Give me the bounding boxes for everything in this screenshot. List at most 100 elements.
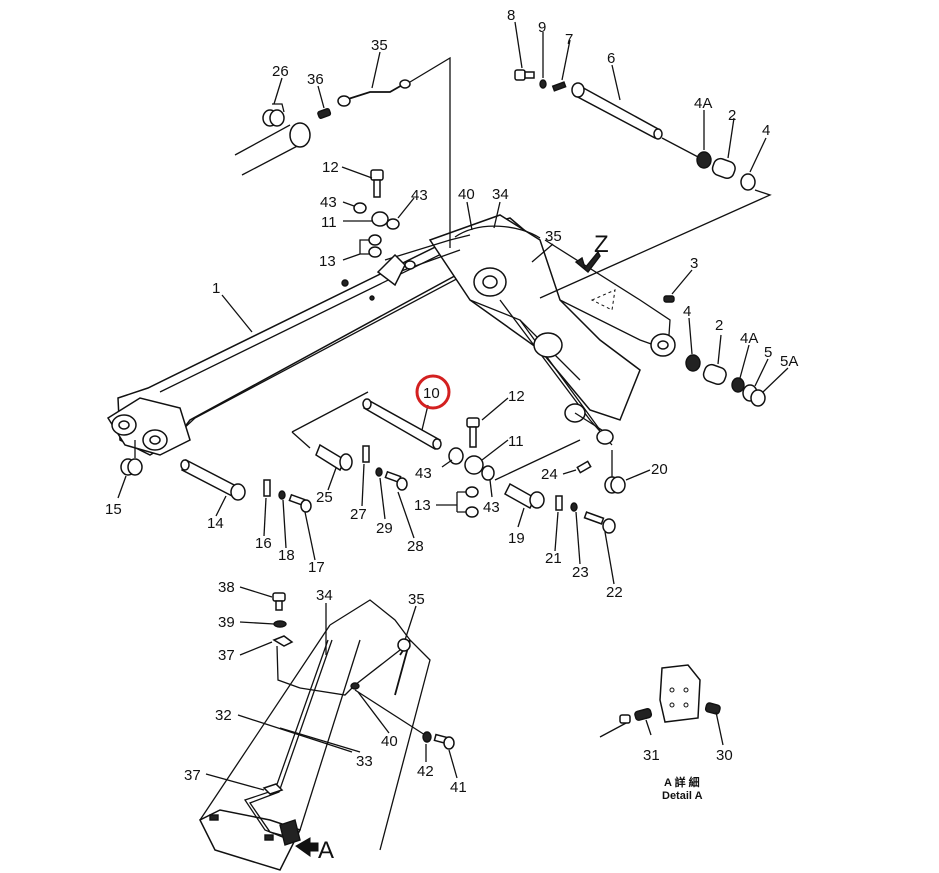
callout-11: 11 [321,214,337,231]
leader-lines [117,21,789,791]
part-4A-seal-upper [696,151,712,169]
detail-caption-english: Detail A [662,790,703,802]
washer-43-mid-right [481,465,495,481]
part-16-plate [263,479,271,497]
callout-4A: 4A [740,330,758,347]
callout-40: 40 [458,186,475,203]
nut-13-a [465,486,479,498]
callout-16: 16 [255,535,272,552]
part-25-pin [315,443,353,472]
part-31-fitting [634,708,653,721]
callout-43: 43 [411,187,428,204]
part-30-fitting [704,702,721,715]
callout-39: 39 [218,614,235,631]
callout-10: 10 [423,385,440,402]
callout-40: 40 [381,733,398,750]
part-39-washer [273,620,287,628]
callout-14: 14 [207,515,224,532]
part-12-bolt-upper [370,169,384,198]
part-35-hose [337,56,451,248]
callout-2: 2 [728,107,736,124]
boom-foot [106,397,191,456]
callout-22: 22 [606,584,623,601]
callout-34: 34 [492,186,509,203]
part-38-bolt [272,592,286,611]
callout-5: 5 [764,344,772,361]
callout-31: 31 [643,747,660,764]
part-2-bushing-upper [711,157,736,179]
part-36-fitting [317,107,332,119]
callout-18: 18 [278,547,295,564]
callout-35: 35 [545,228,562,245]
part-10-pin [362,398,442,451]
part-21-plate [555,495,563,511]
part-19-pin [494,439,581,510]
part-4A-seal-lower [731,377,745,393]
view-arrow-a: A [295,837,334,864]
washer-43-mid [448,447,464,465]
callout-24: 24 [541,466,558,483]
callout-4: 4 [683,303,691,320]
part-28-bolt [384,470,408,491]
part-5A-shim [750,389,766,407]
callout-41: 41 [450,779,467,796]
part-18-washer [278,490,286,500]
callout-37: 37 [218,647,235,664]
callout-8: 8 [507,7,515,24]
callout-3: 3 [690,255,698,272]
callout-23: 23 [572,564,589,581]
callout-25: 25 [316,489,333,506]
callout-27: 27 [350,506,367,523]
part-4-seal-lower [685,354,701,372]
callout-34: 34 [316,587,333,604]
part-7-plate [551,81,567,92]
part-37-clamp-lower [262,783,284,795]
part-42-washer [422,731,432,743]
view-arrow-z: Z [574,231,609,274]
callout-15: 15 [105,501,122,518]
callout-4: 4 [762,122,770,139]
callout-36: 36 [307,71,324,88]
part-15-clamp [120,440,143,476]
callout-43: 43 [415,465,432,482]
part-12-bolt-mid [466,417,480,448]
callout-9: 9 [538,19,546,36]
callout-labels: 1 2 2 3 4 4 4A 4A 5 5A 6 7 8 9 10 11 11 … [105,7,798,796]
part-14-pin [180,458,246,501]
callout-4A: 4A [694,95,712,112]
callout-26: 26 [272,63,289,80]
callout-13: 13 [414,497,431,514]
callout-1: 1 [212,280,220,297]
part-8-bolt [514,69,535,81]
arm-cylinder [234,122,311,176]
callout-12: 12 [322,159,339,176]
callout-43: 43 [320,194,337,211]
part-6-pin [571,82,701,159]
callout-35: 35 [408,591,425,608]
part-9-washer [539,79,547,89]
part-3-fitting [663,295,675,303]
highlight-circle [415,374,451,410]
callout-17: 17 [308,559,325,576]
part-24-fitting [576,460,592,474]
detail-caption-japanese: A 詳 細 [664,775,700,789]
callout-38: 38 [218,579,235,596]
hose-bracket [376,225,541,287]
callout-19: 19 [508,530,525,547]
callout-32: 32 [215,707,232,724]
callout-13: 13 [319,253,336,270]
callout-5A: 5A [780,353,798,370]
part-41-bolt [433,733,455,750]
part-17-bolt [288,493,312,513]
detail-a-block [599,664,721,738]
part-11-collar-mid [464,455,484,475]
part-27-plate [362,445,370,463]
callout-6: 6 [607,50,615,67]
part-37-clamp-upper [272,635,294,647]
callout-21: 21 [545,550,562,567]
callout-35: 35 [371,37,388,54]
callout-11: 11 [508,433,524,450]
callout-33: 33 [356,753,373,770]
callout-29: 29 [376,520,393,537]
